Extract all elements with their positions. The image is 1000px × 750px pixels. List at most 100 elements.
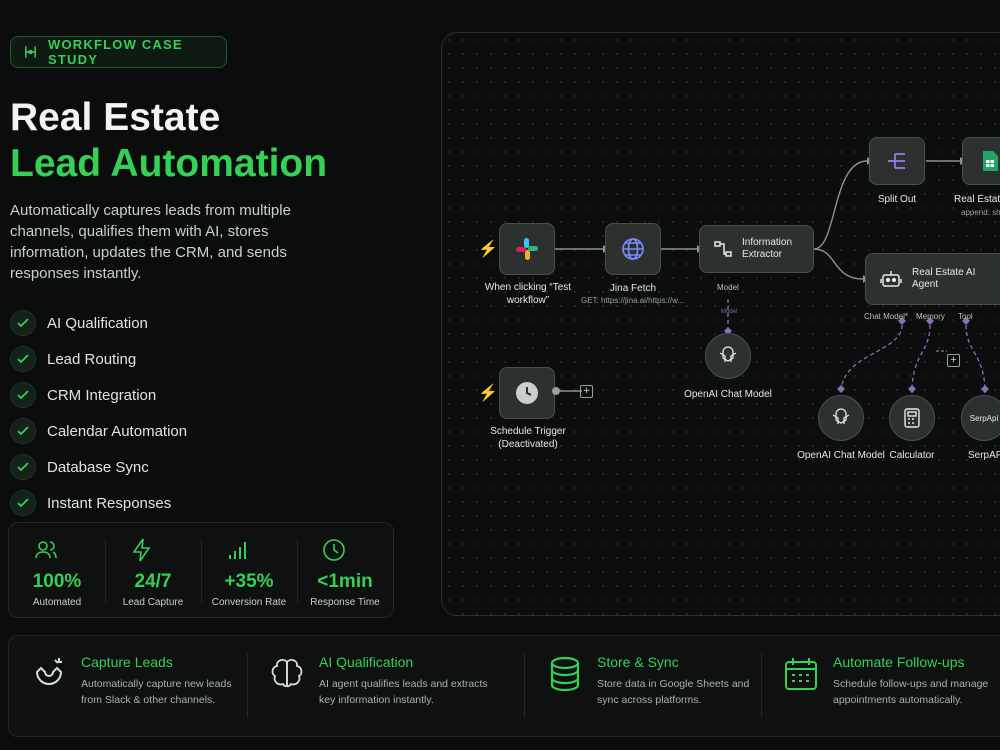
- calendar-icon: [785, 658, 817, 690]
- stat-value: +35%: [224, 571, 274, 592]
- jina-fetch-node[interactable]: [605, 223, 661, 275]
- slack-icon: [516, 238, 538, 260]
- openai-icon: [832, 408, 850, 424]
- clock-icon: [323, 539, 345, 561]
- stat-value: 100%: [32, 571, 82, 592]
- stat-label: Response Time: [310, 597, 380, 608]
- information-extractor-node[interactable]: Information Extractor: [699, 225, 814, 273]
- feature-label: Instant Responses: [47, 494, 172, 512]
- model-port-label: Model: [717, 283, 739, 292]
- add-node-button[interactable]: +: [580, 385, 593, 398]
- clock-icon: [516, 382, 538, 404]
- card-title: Store & Sync: [597, 654, 679, 670]
- stat-label: Lead Capture: [122, 597, 184, 608]
- stat-value: 24/7: [134, 571, 172, 592]
- google-sheets-sub: append: sh: [961, 208, 1000, 217]
- tool-port-label: Tool: [958, 312, 973, 321]
- stat-lead-capture: 24/7 Lead Capture: [105, 523, 201, 617]
- feature-item: Instant Responses: [10, 485, 187, 521]
- robot-icon: [880, 271, 902, 287]
- card-text: Schedule follow-ups and manage appointme…: [833, 678, 989, 706]
- add-memory-button[interactable]: +: [947, 354, 960, 367]
- split-out-label: Split Out: [877, 194, 917, 205]
- workflow-connections: [555, 157, 989, 394]
- workflow-icon: [25, 46, 36, 58]
- database-icon: [550, 656, 580, 692]
- openai-model-2-node[interactable]: [818, 395, 864, 441]
- calculator-label: Calculator: [889, 450, 935, 461]
- case-study-badge: WORKFLOW CASE STUDY: [10, 36, 227, 68]
- stat-automated: 100% Automated: [9, 523, 105, 617]
- stat-value: <1min: [317, 571, 373, 592]
- check-icon: [10, 310, 36, 336]
- sheets-icon: [983, 151, 998, 171]
- feature-cards: Capture Leads Automatically capture new …: [8, 635, 1000, 737]
- workflow-canvas[interactable]: ⚡ When clicking “Test workflow” Jina Fet…: [441, 32, 1000, 616]
- magnet-icon: [35, 658, 63, 685]
- globe-icon: [622, 238, 644, 260]
- google-sheets-label: Real Estate: [954, 194, 1000, 205]
- badge-label: WORKFLOW CASE STUDY: [48, 37, 183, 67]
- card-text: Store data in Google Sheets and sync acr…: [597, 678, 750, 706]
- check-icon: [10, 454, 36, 480]
- feature-item: Calendar Automation: [10, 413, 187, 449]
- stat-label: Conversion Rate: [211, 597, 287, 608]
- ai-agent-node[interactable]: Real Estate AI Agent: [865, 253, 1000, 305]
- split-out-node[interactable]: [869, 137, 925, 185]
- google-sheets-node[interactable]: [962, 137, 1000, 185]
- lightning-icon: [132, 538, 151, 562]
- calculator-node[interactable]: [889, 395, 935, 441]
- model-port-small-label: Model: [721, 309, 738, 315]
- jina-fetch-url: GET: https://jina.ai/https://w...: [581, 296, 685, 305]
- schedule-trigger-label: Schedule Trigger (Deactivated): [490, 426, 566, 450]
- manual-trigger-node[interactable]: [499, 223, 555, 275]
- check-icon: [10, 382, 36, 408]
- feature-label: Lead Routing: [47, 350, 137, 368]
- card-text: AI agent qualifies leads and extracts ke…: [319, 678, 488, 706]
- openai-model-node[interactable]: [705, 333, 751, 379]
- feature-label: AI Qualification: [47, 314, 148, 332]
- stats-panel: 100% Automated 24/7 Lead Capture +35% Co…: [8, 522, 394, 618]
- bar-chart-icon: [229, 542, 246, 559]
- calculator-icon: [904, 408, 920, 428]
- page-title-line1: Real Estate: [10, 96, 221, 139]
- feature-label: Database Sync: [47, 458, 149, 476]
- users-icon: [35, 541, 57, 559]
- stat-label: Automated: [32, 597, 82, 608]
- openai-icon: [719, 346, 737, 362]
- flow-icon: [714, 241, 732, 257]
- card-ai-qualification: AI Qualification AI agent qualifies lead…: [267, 636, 489, 736]
- openai-model-2-label: OpenAI Chat Model: [797, 450, 885, 461]
- card-text: Automatically capture new leads from Sla…: [81, 678, 232, 706]
- serpapi-node[interactable]: SerpApi: [961, 395, 1000, 441]
- serpapi-label: SerpAP: [968, 450, 1000, 461]
- schedule-bolt-icon: ⚡: [478, 385, 498, 402]
- split-icon: [888, 153, 905, 169]
- feature-item: AI Qualification: [10, 305, 187, 341]
- feature-item: Lead Routing: [10, 341, 187, 377]
- page-title-line2: Lead Automation: [10, 142, 328, 185]
- trigger-bolt-icon: ⚡: [478, 241, 498, 258]
- openai-model-label: OpenAI Chat Model: [684, 389, 772, 400]
- brain-icon: [271, 659, 303, 688]
- memory-port-label: Memory: [916, 312, 945, 321]
- feature-item: CRM Integration: [10, 377, 187, 413]
- check-icon: [10, 346, 36, 372]
- card-title: Automate Follow-ups: [833, 654, 965, 670]
- schedule-output-dot[interactable]: [552, 387, 560, 395]
- card-title: Capture Leads: [81, 654, 173, 670]
- card-capture-leads: Capture Leads Automatically capture new …: [29, 636, 251, 736]
- jina-fetch-label: Jina Fetch: [609, 283, 657, 294]
- feature-list: AI Qualification Lead Routing CRM Integr…: [10, 305, 187, 521]
- check-icon: [10, 418, 36, 444]
- feature-label: Calendar Automation: [47, 422, 188, 440]
- card-title: AI Qualification: [319, 654, 414, 670]
- feature-label: CRM Integration: [47, 386, 157, 404]
- stat-conversion: +35% Conversion Rate: [201, 523, 297, 617]
- chat-model-port-label: Chat Model*: [864, 312, 909, 321]
- schedule-trigger-node[interactable]: [499, 367, 555, 419]
- check-icon: [10, 490, 36, 516]
- feature-item: Database Sync: [10, 449, 187, 485]
- serpapi-icon-text: SerpApi: [969, 413, 999, 423]
- information-extractor-label: Information Extractor: [742, 237, 793, 260]
